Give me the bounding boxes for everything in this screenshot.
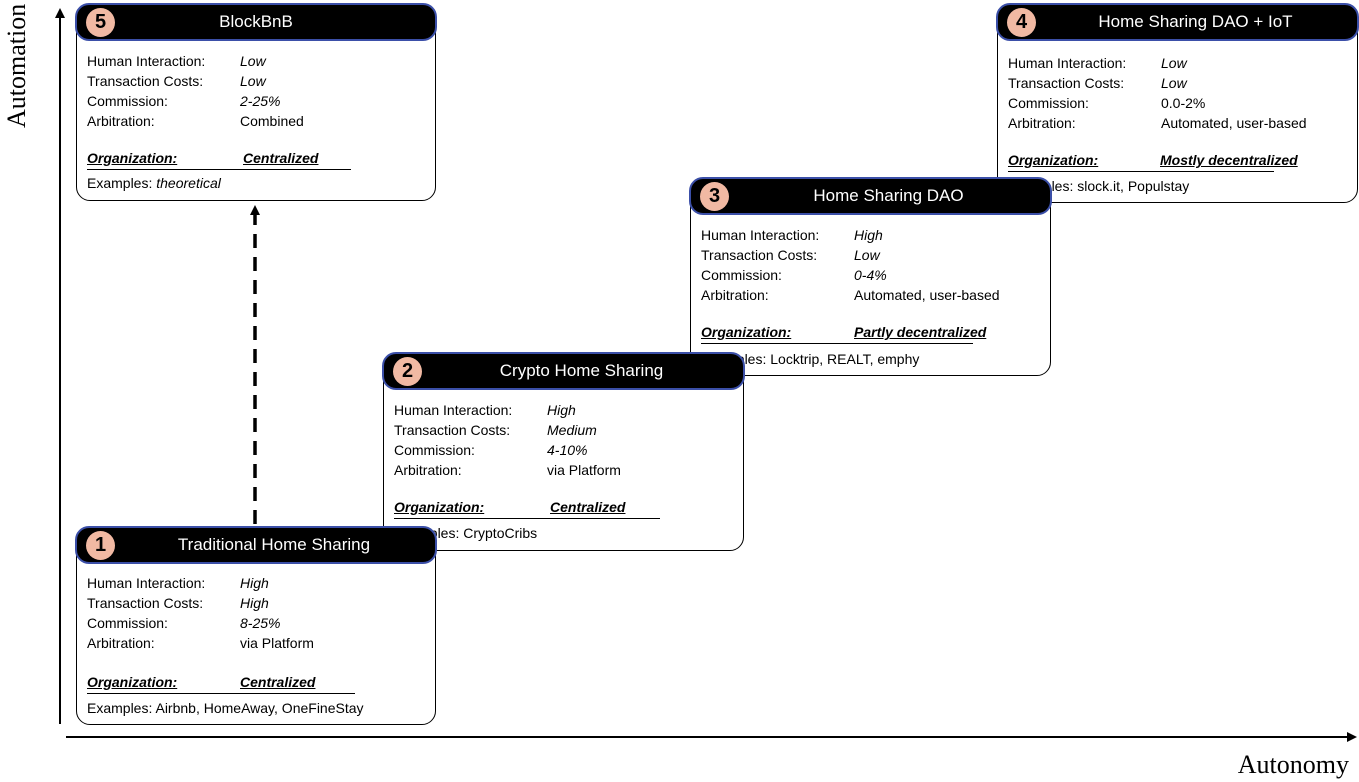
attr-row: Commission:0-4% <box>701 267 887 283</box>
attr-row: Human Interaction:High <box>701 227 883 243</box>
card-blockbnb: 5 BlockBnB Human Interaction:Low Transac… <box>75 3 437 201</box>
attr-row: Transaction Costs:High <box>87 595 269 611</box>
card-attributes: Human Interaction:Low Transaction Costs:… <box>87 51 427 131</box>
attr-row: Transaction Costs:Low <box>87 73 266 89</box>
attr-row: Transaction Costs:Low <box>701 247 880 263</box>
card-attributes: Human Interaction:High Transaction Costs… <box>701 225 1042 305</box>
card-header: 5 BlockBnB <box>75 3 437 41</box>
step-number-badge: 3 <box>700 182 729 211</box>
card-attributes: Human Interaction:High Transaction Costs… <box>394 400 735 480</box>
card-attributes: Human Interaction:Low Transaction Costs:… <box>1008 53 1349 133</box>
attr-row: Transaction Costs:Medium <box>394 422 597 438</box>
card-title: Home Sharing DAO + IoT <box>1098 12 1293 31</box>
step-number-badge: 2 <box>393 357 422 386</box>
step-number-badge: 1 <box>86 531 115 560</box>
attr-row: Human Interaction:Low <box>1008 55 1187 71</box>
card-header: 4 Home Sharing DAO + IoT <box>996 3 1359 41</box>
attr-row: Human Interaction:High <box>394 402 576 418</box>
organization-line: Organization:Centralized <box>87 671 355 694</box>
card-title: Home Sharing DAO <box>813 186 964 205</box>
organization-line: Organization:Mostly decentralized <box>1008 149 1298 172</box>
attr-row: Transaction Costs:Low <box>1008 75 1187 91</box>
attr-row: Human Interaction:High <box>87 575 269 591</box>
organization-line: Organization:Centralized <box>87 147 351 170</box>
x-axis-label: Autonomy <box>1237 750 1349 779</box>
card-title: Traditional Home Sharing <box>177 535 371 554</box>
attr-row: Arbitration:via Platform <box>394 462 621 478</box>
card-traditional-home-sharing: 1 Traditional Home Sharing Human Interac… <box>75 526 437 725</box>
card-header: 1 Traditional Home Sharing <box>75 526 437 564</box>
step-number-badge: 4 <box>1007 8 1036 37</box>
card-home-sharing-dao: 3 Home Sharing DAO Human Interaction:Hig… <box>689 177 1052 376</box>
card-header: 2 Crypto Home Sharing <box>382 352 745 390</box>
y-axis-label: Automation <box>2 3 31 128</box>
attr-row: Arbitration:via Platform <box>87 635 314 651</box>
attr-row: Human Interaction:Low <box>87 53 266 69</box>
attr-row: Arbitration:Combined <box>87 113 304 129</box>
card-home-sharing-dao-iot: 4 Home Sharing DAO + IoT Human Interacti… <box>996 3 1359 203</box>
attr-row: Arbitration:Automated, user-based <box>701 287 1000 303</box>
attr-row: Commission:4-10% <box>394 442 588 458</box>
card-title: BlockBnB <box>219 12 293 31</box>
attr-row: Commission:8-25% <box>87 615 281 631</box>
organization-line: Organization:Partly decentralized <box>701 321 986 344</box>
organization-line: Organization:Centralized <box>394 496 660 519</box>
step-number-badge: 5 <box>86 8 115 37</box>
card-attributes: Human Interaction:High Transaction Costs… <box>87 573 427 653</box>
card-title: Crypto Home Sharing <box>499 361 664 380</box>
attr-row: Arbitration: Automated, user-based <box>1008 115 1307 131</box>
card-crypto-home-sharing: 2 Crypto Home Sharing Human Interaction:… <box>382 352 745 551</box>
attr-row: Commission:2-25% <box>87 93 281 109</box>
card-header: 3 Home Sharing DAO <box>689 177 1052 215</box>
attr-row: Commission:0.0-2% <box>1008 95 1206 111</box>
examples-line: Examples: theoretical <box>87 175 221 191</box>
examples-line: Examples: Airbnb, HomeAway, OneFineStay <box>87 700 364 716</box>
